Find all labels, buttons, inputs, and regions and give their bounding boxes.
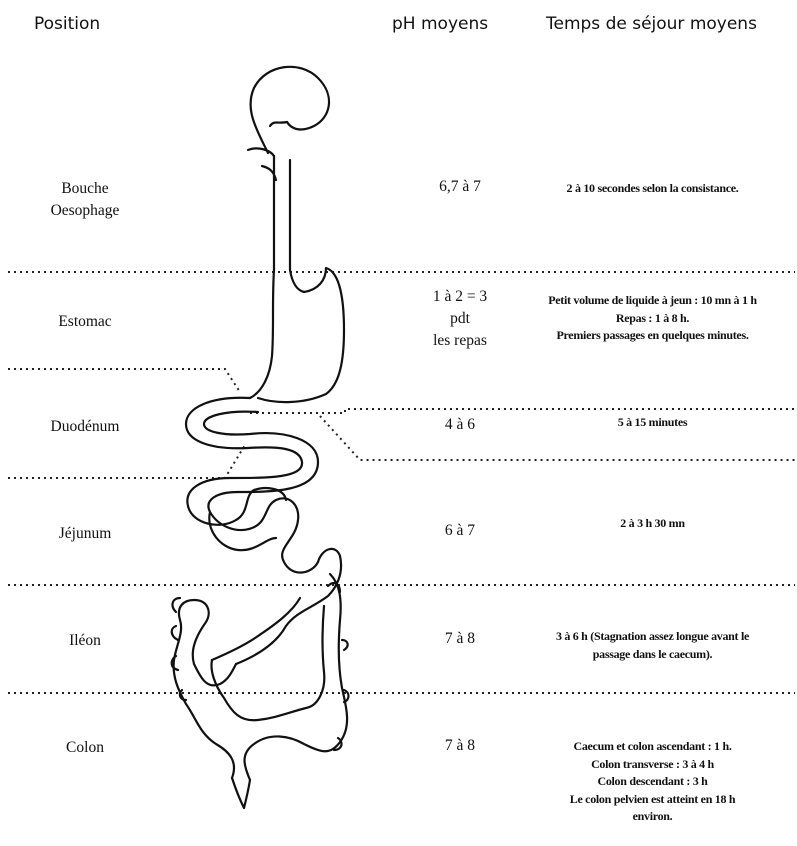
ph-value: 1 à 2 = 3 — [405, 286, 515, 308]
time-colon: Caecum et colon ascendant : 1 h. Colon t… — [510, 738, 795, 826]
duodenum — [186, 398, 318, 506]
time-text: 5 à 15 minutes — [510, 414, 795, 432]
position-jejunum: Jéjunum — [10, 523, 160, 545]
ph-stomach: 1 à 2 = 3 pdt les repas — [405, 286, 515, 352]
time-ileum: 3 à 6 h (Stagnation assez longue avant l… — [510, 628, 795, 663]
time-text: 2 à 10 secondes selon la consistance. — [510, 180, 795, 198]
ph-value: pdt — [405, 308, 515, 330]
time-text: passage dans le caecum). — [510, 646, 795, 664]
time-stomach: Petit volume de liquide à jeun : 10 mn à… — [510, 292, 795, 345]
time-text: Le colon pelvien est atteint en 18 h — [510, 791, 795, 809]
time-text: environ. — [510, 808, 795, 826]
position-label: Iléon — [10, 630, 160, 652]
ph-value: 7 à 8 — [405, 735, 515, 757]
ph-value: 4 à 6 — [405, 414, 515, 436]
stomach — [250, 268, 344, 402]
position-stomach: Estomac — [10, 311, 160, 333]
position-ileum: Iléon — [10, 630, 160, 652]
time-text: Colon descendant : 3 h — [510, 773, 795, 791]
position-label: Colon — [10, 737, 160, 759]
time-text: 2 à 3 h 30 mn — [510, 515, 795, 533]
time-text: 3 à 6 h (Stagnation assez longue avant l… — [510, 628, 795, 646]
ph-jejunum: 6 à 7 — [405, 520, 515, 542]
nose-mouth — [248, 122, 287, 156]
ph-duodenum: 4 à 6 — [405, 414, 515, 436]
anatomy-outline — [172, 67, 349, 808]
oesophagus — [262, 156, 290, 270]
time-jejunum: 2 à 3 h 30 mn — [510, 515, 795, 533]
position-duodenum: Duodénum — [10, 416, 160, 438]
colon — [174, 574, 347, 780]
time-text: Repas : 1 à 8 h. — [510, 310, 795, 328]
time-text: Premiers passages en quelques minutes. — [510, 327, 795, 345]
head-outline — [251, 67, 329, 153]
position-colon: Colon — [10, 737, 160, 759]
time-text: Colon transverse : 3 à 4 h — [510, 756, 795, 774]
separator-line — [8, 445, 245, 478]
time-text: Caecum et colon ascendant : 1 h. — [510, 738, 795, 756]
ph-mouth-oesophagus: 6,7 à 7 — [405, 176, 515, 198]
time-mouth-oesophagus: 2 à 10 secondes selon la consistance. — [510, 180, 795, 198]
rectum — [232, 778, 250, 808]
ph-value: 6,7 à 7 — [405, 176, 515, 198]
ph-value: les repas — [405, 330, 515, 352]
jejunum — [188, 488, 318, 572]
position-label: Jéjunum — [10, 523, 160, 545]
ph-value: 7 à 8 — [405, 628, 515, 650]
position-label: Estomac — [10, 311, 160, 333]
ph-value: 6 à 7 — [405, 520, 515, 542]
position-label: Oesophage — [10, 200, 160, 222]
position-label: Bouche — [10, 178, 160, 200]
position-label: Duodénum — [10, 416, 160, 438]
separator-line — [8, 369, 240, 392]
time-duodenum: 5 à 15 minutes — [510, 414, 795, 432]
separator-line — [250, 409, 795, 413]
ph-ileum: 7 à 8 — [405, 628, 515, 650]
position-mouth-oesophagus: Bouche Oesophage — [10, 178, 160, 222]
ph-colon: 7 à 8 — [405, 735, 515, 757]
time-text: Petit volume de liquide à jeun : 10 mn à… — [510, 292, 795, 310]
